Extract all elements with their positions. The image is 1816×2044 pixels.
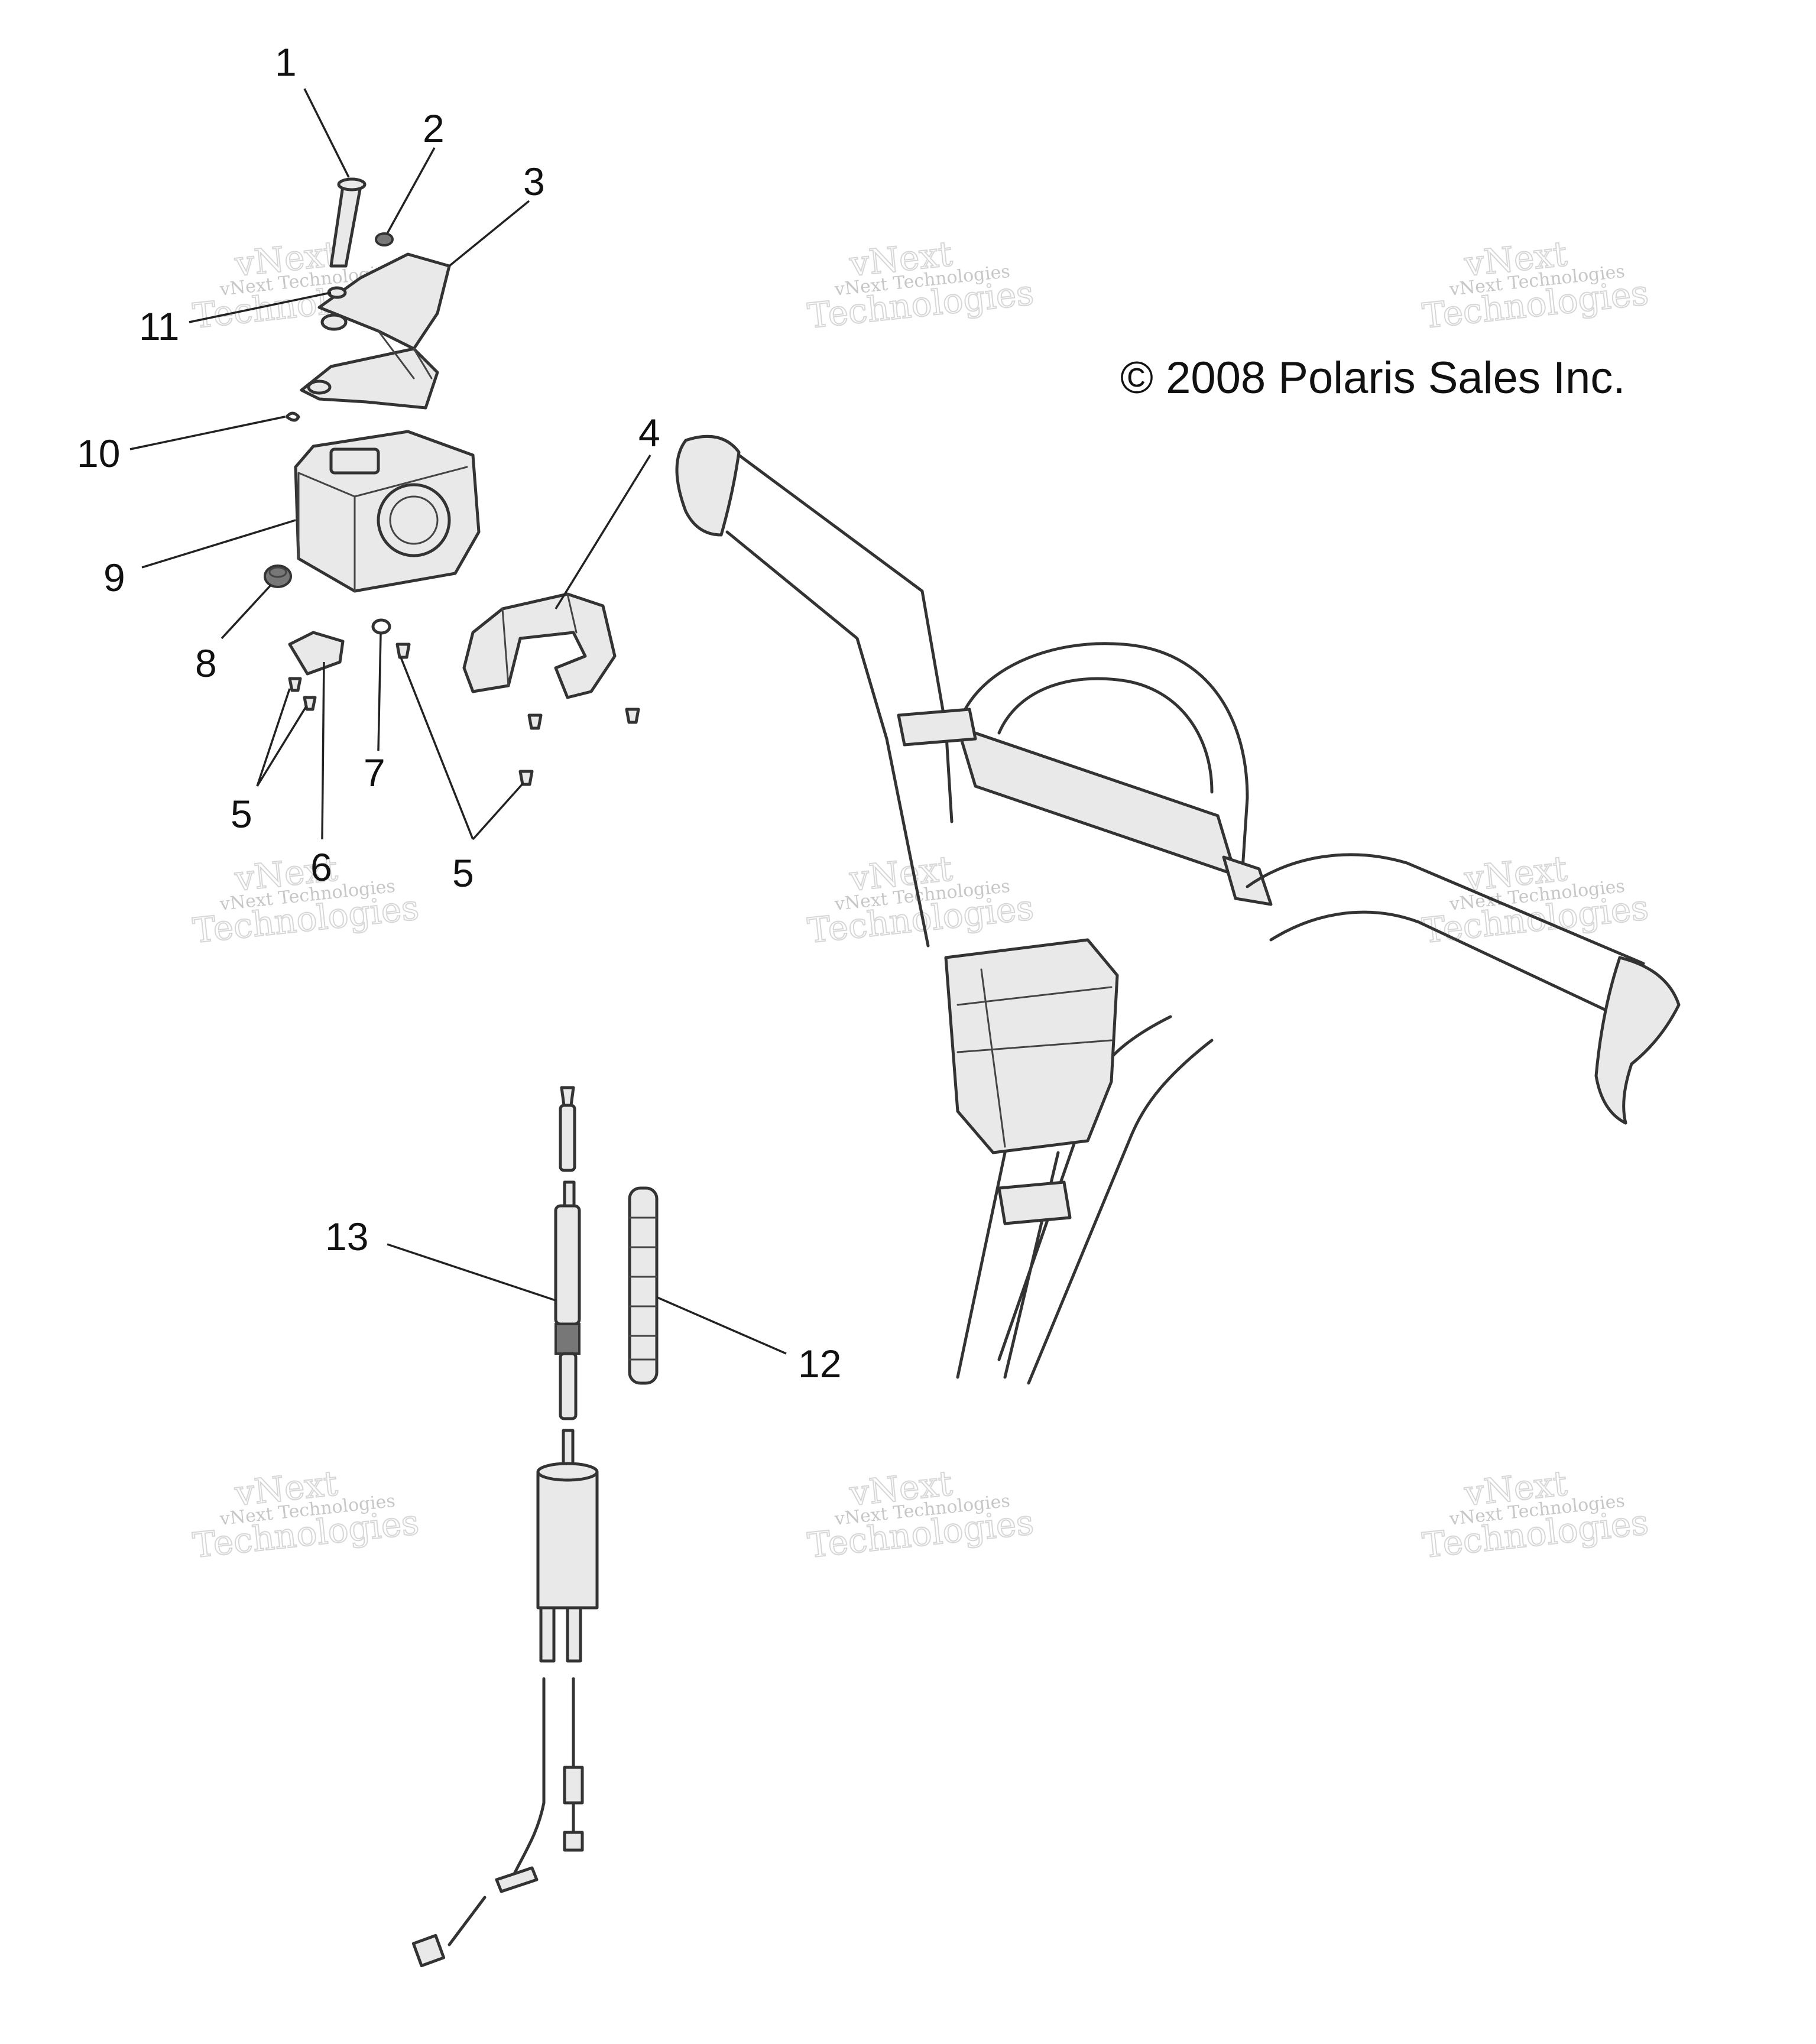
part-4-guard: [462, 592, 617, 699]
watermark-7: vNext vNext Technologies Technologies: [190, 1462, 421, 1566]
callout-labels: 1 2 3 4 5 5 6 7 8 9 10 11 12 13: [77, 40, 841, 1386]
callout-8: 8: [195, 641, 217, 685]
callout-13: 13: [325, 1215, 368, 1258]
part-10-clip: [285, 411, 300, 422]
leader-lines: [129, 88, 787, 1355]
watermark-2: vNext vNext Technologies Technologies: [805, 233, 1036, 337]
callout-7: 7: [364, 751, 385, 794]
part-5-screws-right: [395, 643, 640, 786]
callout-6: 6: [310, 845, 332, 889]
part-13-cable-assembly: [411, 1086, 599, 1968]
callout-5-right: 5: [452, 851, 474, 895]
watermark-4: vNext vNext Technologies Technologies: [190, 848, 421, 952]
watermark-8: vNext vNext Technologies Technologies: [805, 1462, 1036, 1566]
callout-9: 9: [103, 556, 125, 599]
callout-12: 12: [798, 1342, 841, 1386]
copyright-text: © 2008 Polaris Sales Inc.: [1120, 353, 1625, 403]
callout-3: 3: [523, 160, 545, 203]
callout-11: 11: [139, 304, 180, 348]
part-12-grip: [628, 1186, 659, 1385]
watermark-group: vNext vNext Technologies Technologies vN…: [190, 233, 1651, 1566]
part-8-plug: [264, 564, 292, 588]
watermark-9: vNext vNext Technologies Technologies: [1420, 1462, 1651, 1566]
part-9-housing: [294, 430, 481, 593]
part-1-pin: [329, 177, 367, 268]
part-7-seal: [371, 618, 391, 635]
watermark-3: vNext vNext Technologies Technologies: [1420, 233, 1651, 337]
part-11-washer: [327, 286, 347, 299]
handlebar-assembly: [675, 434, 1681, 1385]
part-3-bracket: [300, 252, 451, 410]
part-5-screws-left: [288, 677, 317, 711]
callout-10: 10: [77, 431, 120, 475]
callout-1: 1: [275, 40, 297, 84]
watermark-6: vNext vNext Technologies Technologies: [1420, 848, 1651, 952]
part-6-cover-plate: [288, 631, 345, 676]
part-2-nut: [375, 232, 394, 246]
callout-5-left: 5: [231, 792, 252, 836]
callout-2: 2: [423, 106, 445, 150]
callout-4: 4: [638, 411, 660, 455]
